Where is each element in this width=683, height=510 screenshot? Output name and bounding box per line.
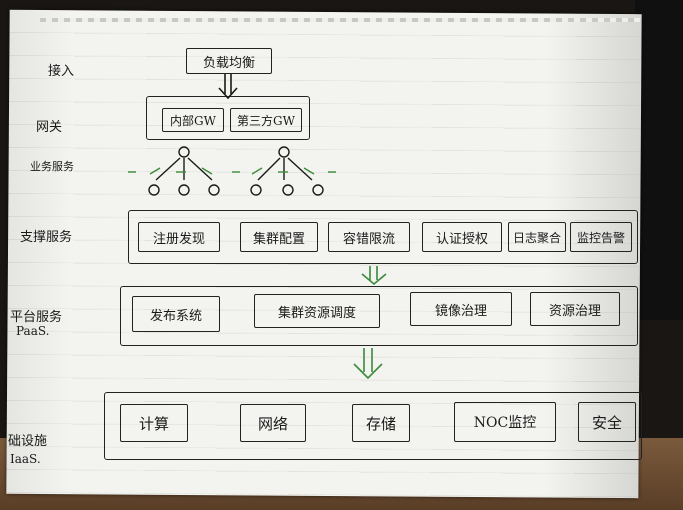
support-circuit-breaker: 容错限流: [328, 222, 410, 252]
arrow-lb-to-gateway: [218, 74, 238, 100]
business-green-dashes: [128, 167, 336, 175]
infra-storage: 存储: [352, 404, 410, 442]
label-business: 业务服务: [30, 160, 74, 173]
label-platform-sub: PaaS.: [16, 324, 50, 338]
business-nodes-right: [250, 146, 324, 196]
load-balancer-box: 负载均衡: [186, 48, 272, 74]
support-auth: 认证授权: [422, 222, 502, 252]
label-infra-sub: IaaS.: [10, 452, 41, 466]
gateway-third-party: 第三方GW: [230, 108, 302, 132]
platform-resource-scheduling: 集群资源调度: [254, 294, 380, 328]
gateway-internal: 内部GW: [162, 108, 224, 132]
infra-network: 网络: [240, 404, 306, 442]
platform-resource-governance: 资源治理: [530, 292, 620, 326]
arrow-support-to-platform: [361, 266, 387, 286]
gateway-group: [146, 96, 310, 140]
support-service-discovery: 注册发现: [138, 222, 220, 252]
infra-noc-monitoring: NOC监控: [454, 402, 556, 442]
arrow-platform-to-infra: [353, 348, 383, 380]
support-log-aggregation: 日志聚合: [508, 222, 566, 252]
label-platform: 平台服务: [10, 310, 63, 325]
platform-image-governance: 镜像治理: [410, 292, 512, 326]
support-group: [128, 210, 638, 264]
business-nodes-left: [148, 146, 220, 196]
infra-group: [104, 392, 642, 460]
label-infra: 础设施: [8, 434, 48, 449]
label-access: 接入: [48, 64, 75, 79]
notebook-binding: [40, 18, 640, 22]
infra-security: 安全: [578, 402, 636, 442]
support-cluster-config: 集群配置: [240, 222, 318, 252]
label-support: 支撑服务: [20, 230, 73, 245]
label-gateway: 网关: [36, 120, 63, 135]
dark-background-right: [635, 0, 683, 320]
support-monitoring: 监控告警: [570, 222, 632, 252]
infra-compute: 计算: [120, 404, 188, 442]
platform-release-system: 发布系统: [132, 296, 220, 332]
platform-group: [120, 286, 638, 346]
